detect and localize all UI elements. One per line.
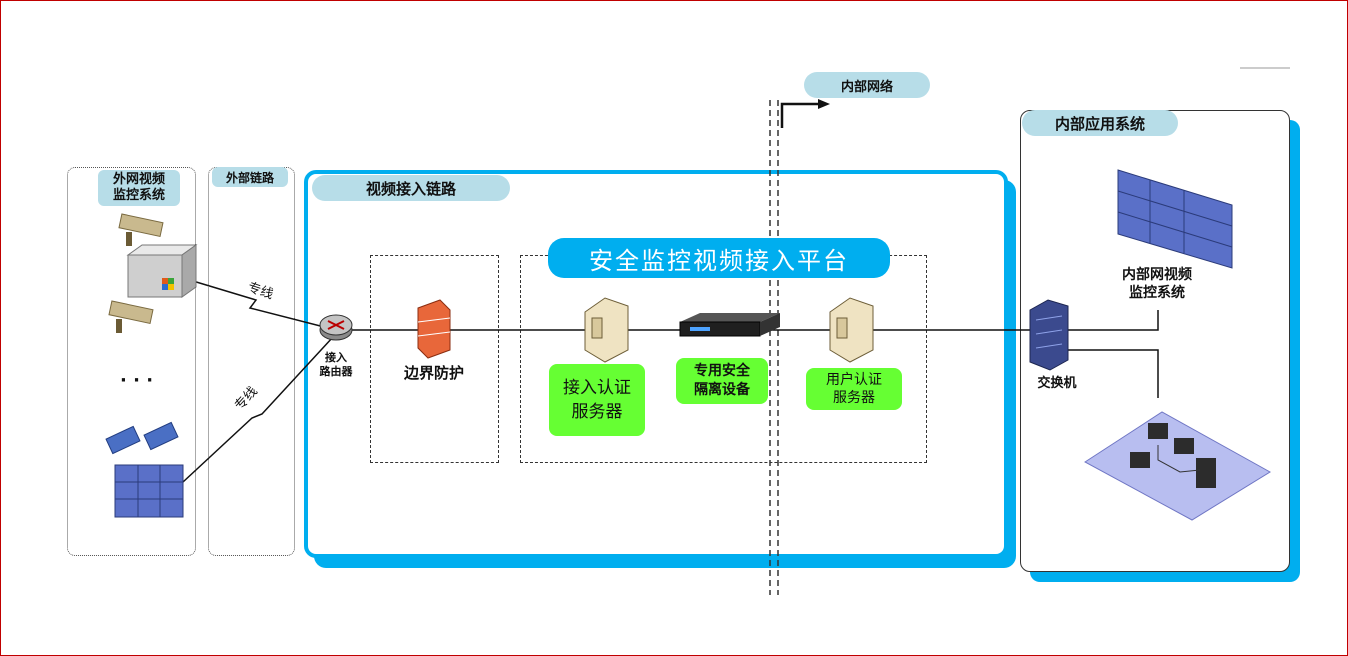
- video-wall-icon: [1117, 169, 1233, 269]
- access-auth-server-label: 接入认证 服务器: [549, 364, 645, 436]
- video-access-title: 视频接入链路: [312, 175, 510, 201]
- firewall-label: 边界防护: [403, 364, 464, 382]
- dedicated-line-top: [182, 277, 337, 331]
- rack-device-icon: [679, 313, 780, 337]
- switch-branch-top: [1068, 310, 1159, 331]
- user-auth-server-label: 用户认证 服务器: [806, 368, 902, 410]
- firewall-zone: [370, 255, 499, 463]
- external-video-group: [67, 167, 196, 556]
- video-access-box: [304, 170, 1008, 558]
- cctv-camera-icon: [118, 213, 164, 246]
- router-icon: [319, 314, 353, 341]
- internal-network-arrow: [780, 102, 818, 128]
- switch-icon: [1029, 299, 1069, 371]
- video-wall-icon: [114, 464, 184, 518]
- dedicated-line-bottom: [182, 336, 334, 483]
- workstation-network-icon: [1084, 411, 1271, 521]
- server-icon: [126, 244, 198, 298]
- server-icon: [584, 297, 629, 363]
- internal-network-label: 内部网络: [804, 72, 930, 98]
- isolation-device-label: 专用安全 隔离设备: [676, 358, 768, 404]
- platform-title: 安全监控视频接入平台: [548, 238, 890, 278]
- router-label: 接入 路由器: [319, 351, 353, 378]
- switch-label: 交换机: [1037, 376, 1077, 391]
- server-icon: [829, 297, 874, 363]
- ellipsis-label: · · ·: [120, 370, 154, 391]
- internal-app-title: 内部应用系统: [1022, 110, 1178, 136]
- box-camera-icon: [105, 421, 179, 455]
- internal-video-label: 内部网视频 监控系统: [1122, 267, 1192, 301]
- firewall-icon: [417, 299, 451, 359]
- cctv-camera-icon: [108, 300, 154, 333]
- external-link-title: 外部链路: [212, 167, 288, 187]
- switch-branch-mid: [1068, 349, 1159, 398]
- external-video-title: 外网视频 监控系统: [98, 170, 180, 206]
